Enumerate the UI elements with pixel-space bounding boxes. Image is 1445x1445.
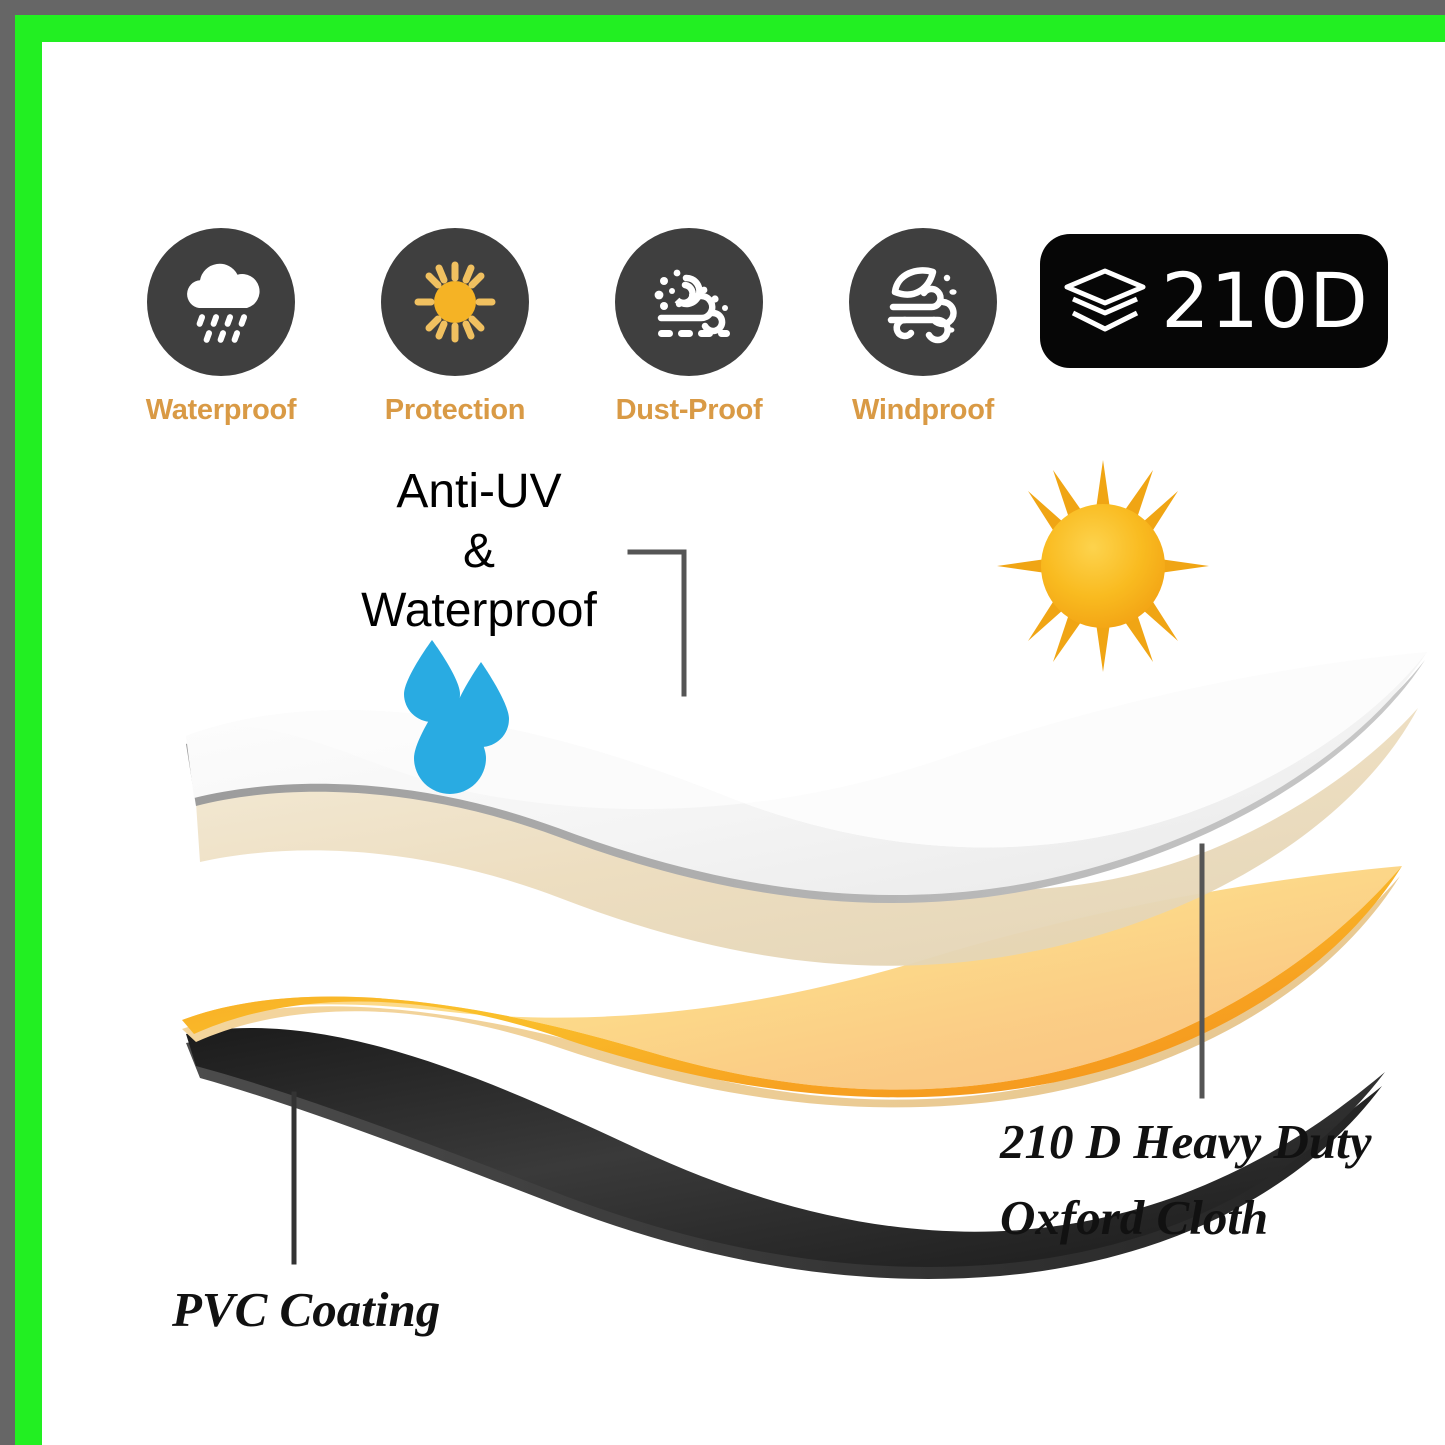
frame-green-left [15, 15, 42, 1445]
layer-uv-film-underside [192, 708, 1418, 966]
oxford-line-1: 210 D Heavy Duty [1000, 1114, 1372, 1169]
water-drop-icon [414, 688, 486, 794]
dust-wind-icon [654, 269, 730, 337]
anti-uv-line-2: & [462, 524, 495, 578]
feature-label: Waterproof [145, 394, 297, 426]
feature-icon-row: Waterproof [132, 228, 1012, 427]
feature-icon-badge [147, 228, 295, 376]
layer-oxford-cloth [182, 866, 1402, 1108]
layer-waterproof-film [186, 652, 1427, 904]
sun-rays [997, 460, 1209, 672]
leaf-wind-icon [887, 267, 957, 344]
denier-badge: 210D [1040, 234, 1388, 368]
feature-label: Protection [384, 394, 526, 426]
frame-gray-top [0, 0, 1445, 15]
oxford-line-2: Oxford Cloth [1000, 1189, 1269, 1245]
feature-dust-proof: Dust-Proof [600, 228, 778, 427]
feature-icon-badge [615, 228, 763, 376]
feature-label: Windproof [852, 394, 994, 426]
denier-badge-text: 210D [1161, 256, 1369, 345]
water-drop-icon [453, 662, 509, 747]
anti-uv-line-3: Waterproof [361, 584, 597, 638]
callout-oxford-cloth: 210 D Heavy Duty Oxford Cloth [1000, 1104, 1372, 1256]
water-drop-icon [404, 640, 460, 722]
feature-icon-badge [849, 228, 997, 376]
sun-core [1041, 504, 1165, 628]
anti-uv-line-1: Anti-UV [396, 465, 562, 518]
feature-windproof: Windproof [834, 228, 1012, 427]
callout-pvc-coating: PVC Coating [172, 1282, 441, 1337]
sun-illustration [997, 460, 1209, 672]
callout-anti-uv-waterproof: Anti-UV & Waterproof [345, 462, 613, 641]
frame-gray-left [0, 0, 15, 1445]
leader-line-anti-uv [627, 549, 687, 697]
rain-cloud-icon [187, 263, 260, 343]
feature-icon-badge [381, 228, 529, 376]
feature-waterproof: Waterproof [132, 228, 310, 427]
feature-label: Dust-Proof [615, 394, 763, 426]
layers-icon [1064, 268, 1146, 332]
feature-protection: Protection [366, 228, 544, 427]
water-drop-icon-group [404, 640, 509, 794]
sun-icon [414, 261, 496, 343]
frame-green-top [15, 15, 1445, 42]
